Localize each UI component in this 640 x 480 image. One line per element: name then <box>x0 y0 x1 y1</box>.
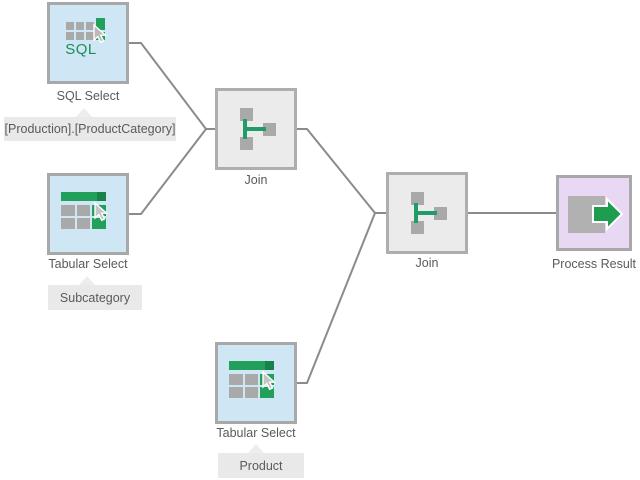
join-icon <box>389 175 465 251</box>
annotation-text: Product <box>239 458 283 473</box>
node-label-join-2: Join <box>415 256 439 270</box>
node-label-tabular-select-1: Tabular Select <box>48 257 128 271</box>
cursor-icon <box>94 201 109 222</box>
process-result-icon <box>559 178 629 248</box>
connector-tabularselect2-to-join2[interactable] <box>297 212 386 384</box>
connector-tabularselect1-to-join1[interactable] <box>129 128 215 215</box>
sql-icon-text: SQL <box>65 41 97 58</box>
node-process-result[interactable] <box>556 175 632 251</box>
annotation-text: Subcategory <box>59 290 131 305</box>
tabular-select-icon <box>50 176 126 252</box>
tabular-select-icon <box>218 345 294 421</box>
node-label-sql-select: SQL Select <box>56 89 120 103</box>
node-join-1[interactable] <box>215 88 297 170</box>
node-label-process-result: Process Result <box>551 257 637 271</box>
annotation-text: [Production].[ProductCategory] <box>4 122 176 136</box>
node-tabular-select-1[interactable] <box>47 173 129 255</box>
annotation-sql-select: [Production].[ProductCategory] <box>4 108 176 141</box>
annotation-tabular-select-2: Product <box>218 444 304 478</box>
connector-join1-to-join2[interactable] <box>297 128 386 214</box>
annotation-pointer <box>248 444 264 453</box>
node-join-2[interactable] <box>386 172 468 254</box>
join-icon <box>218 91 294 167</box>
annotation-pointer <box>76 108 92 117</box>
arrow-right-icon <box>592 196 624 232</box>
annotation-tabular-select-1: Subcategory <box>48 276 142 310</box>
node-label-tabular-select-2: Tabular Select <box>216 426 296 440</box>
sql-select-icon: SQL <box>50 5 126 81</box>
node-sql-select[interactable]: SQL <box>47 2 129 84</box>
cursor-icon <box>262 370 277 391</box>
node-label-join-1: Join <box>244 173 268 187</box>
annotation-pointer <box>79 276 95 285</box>
cursor-icon <box>93 23 108 44</box>
node-tabular-select-2[interactable] <box>215 342 297 424</box>
